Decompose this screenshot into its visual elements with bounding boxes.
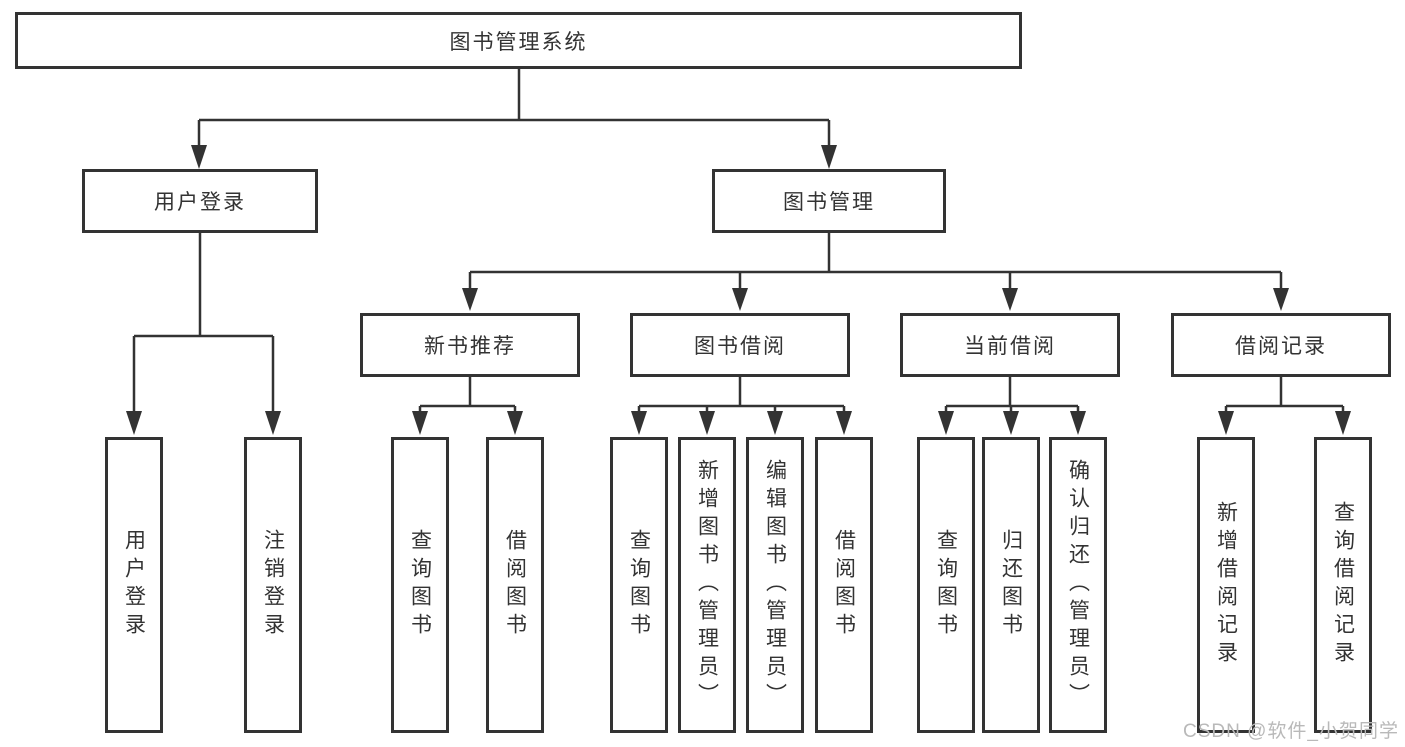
node-current-borrowing: 当前借阅 <box>900 313 1120 377</box>
node-borrowing-records: 借阅记录 <box>1171 313 1391 377</box>
leaf-label: 查询图书 <box>408 529 432 641</box>
leaf-query-books-recommend: 查询图书 <box>391 437 449 733</box>
leaf-add-borrow-record: 新增借阅记录 <box>1197 437 1255 733</box>
leaf-return-books: 归还图书 <box>982 437 1040 733</box>
leaf-label: 查询图书 <box>934 529 958 641</box>
leaf-borrow-books-borrowing: 借阅图书 <box>815 437 873 733</box>
leaf-label: 确认归还（管理员） <box>1066 459 1090 711</box>
leaf-label: 归还图书 <box>999 529 1023 641</box>
leaf-query-borrow-record: 查询借阅记录 <box>1314 437 1372 733</box>
leaf-label: 注销登录 <box>261 529 285 641</box>
leaf-user-login: 用户登录 <box>105 437 163 733</box>
node-new-book-recommend: 新书推荐 <box>360 313 580 377</box>
leaf-label: 新增图书（管理员） <box>695 459 719 711</box>
leaf-label: 借阅图书 <box>832 529 856 641</box>
leaf-label: 借阅图书 <box>503 529 527 641</box>
arrowheads <box>126 145 1351 435</box>
node-library-management-system: 图书管理系统 <box>15 12 1022 69</box>
leaf-logout: 注销登录 <box>244 437 302 733</box>
leaf-label: 用户登录 <box>122 529 146 641</box>
node-book-borrowing: 图书借阅 <box>630 313 850 377</box>
node-user-login: 用户登录 <box>82 169 318 233</box>
leaf-edit-books-admin: 编辑图书（管理员） <box>746 437 804 733</box>
leaf-query-books-current: 查询图书 <box>917 437 975 733</box>
leaf-confirm-return-admin: 确认归还（管理员） <box>1049 437 1107 733</box>
leaf-add-books-admin: 新增图书（管理员） <box>678 437 736 733</box>
leaf-label: 查询借阅记录 <box>1331 501 1355 669</box>
leaf-borrow-books-recommend: 借阅图书 <box>486 437 544 733</box>
leaf-query-books-borrowing: 查询图书 <box>610 437 668 733</box>
node-book-management: 图书管理 <box>712 169 946 233</box>
leaf-label: 新增借阅记录 <box>1214 501 1238 669</box>
csdn-watermark: CSDN @软件_小贺同学 <box>1183 721 1399 742</box>
leaf-label: 编辑图书（管理员） <box>763 459 787 711</box>
leaf-label: 查询图书 <box>627 529 651 641</box>
